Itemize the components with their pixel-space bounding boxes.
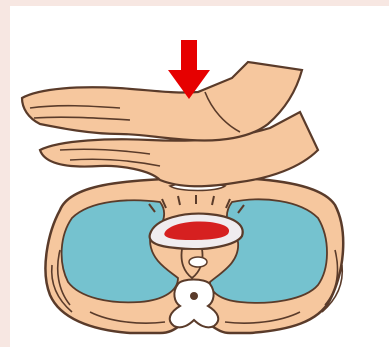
spine-vertebra xyxy=(170,280,219,328)
spinal-canal xyxy=(190,292,198,300)
esophagus xyxy=(189,257,207,267)
frame-top-edge xyxy=(0,0,389,6)
frame-left-edge xyxy=(0,0,10,347)
